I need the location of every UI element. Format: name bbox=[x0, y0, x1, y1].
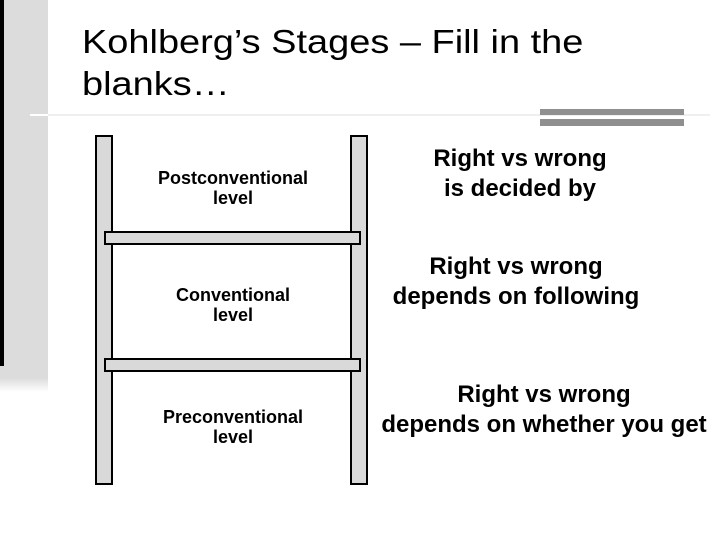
description-line: Right vs wrong bbox=[433, 145, 607, 172]
ladder-rung-lower bbox=[104, 358, 361, 372]
level-label-line: level bbox=[212, 427, 254, 447]
accent-bar-top bbox=[540, 109, 684, 115]
description-line: depends on following bbox=[392, 283, 640, 310]
template-left-edge-line bbox=[0, 0, 4, 366]
level-label-line: level bbox=[212, 188, 254, 208]
level-label-line: Postconventional bbox=[157, 168, 309, 188]
description-conventional: Right vs wrong depends on following bbox=[376, 252, 656, 312]
level-label-postconventional: Postconventional level bbox=[118, 168, 348, 208]
level-label-preconventional: Preconventional level bbox=[118, 407, 348, 447]
ladder-left-rail bbox=[95, 135, 113, 485]
description-line: Right vs wrong bbox=[429, 253, 603, 280]
accent-bar-bottom bbox=[540, 119, 684, 126]
title-divider-sidebar-segment bbox=[30, 114, 48, 116]
ladder-rung-upper bbox=[104, 231, 361, 245]
description-line: depends on whether you get bbox=[381, 411, 707, 438]
level-label-line: Conventional bbox=[175, 285, 290, 305]
level-label-line: Preconventional bbox=[162, 407, 304, 427]
description-line: Right vs wrong bbox=[457, 381, 631, 408]
level-label-line: level bbox=[212, 305, 254, 325]
level-label-conventional: Conventional level bbox=[118, 285, 348, 325]
ladder-right-rail bbox=[350, 135, 368, 485]
slide-title: Kohlberg’s Stages – Fill in the blanks… bbox=[82, 23, 584, 102]
template-sidebar-fade bbox=[0, 378, 48, 392]
description-preconventional: Right vs wrong depends on whether you ge… bbox=[372, 380, 716, 440]
template-sidebar bbox=[0, 0, 48, 378]
title-divider-line bbox=[48, 114, 710, 116]
description-line: is decided by bbox=[443, 175, 597, 202]
description-postconventional: Right vs wrong is decided by bbox=[380, 144, 660, 204]
